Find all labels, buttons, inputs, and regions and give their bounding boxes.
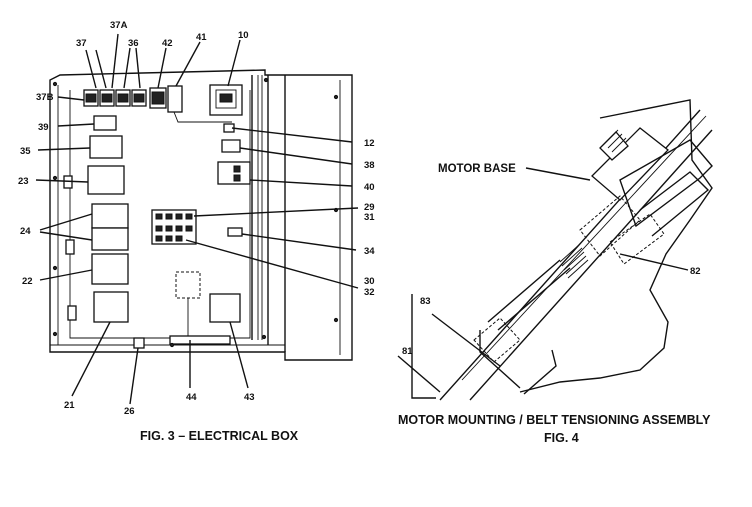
callout-22: 22 bbox=[22, 276, 33, 287]
callout-34: 34 bbox=[364, 246, 375, 257]
belt-tension-spring bbox=[559, 243, 589, 279]
callout-39: 39 bbox=[38, 122, 49, 133]
motor-assembly-figure bbox=[439, 99, 713, 401]
screw-dots bbox=[52, 77, 339, 348]
callout-81: 81 bbox=[402, 346, 413, 357]
callout-30: 30 bbox=[364, 276, 375, 287]
fig4-label: FIG. 4 bbox=[544, 431, 579, 445]
callout-37a: 37A bbox=[110, 20, 128, 31]
terminal-strip bbox=[151, 209, 197, 245]
motor-base-label: MOTOR BASE bbox=[438, 163, 516, 175]
callout-23: 23 bbox=[18, 176, 29, 187]
callout-44: 44 bbox=[186, 392, 197, 403]
callout-31: 31 bbox=[364, 212, 375, 223]
callout-83: 83 bbox=[420, 296, 431, 307]
fig4-leader-lines bbox=[397, 167, 689, 399]
callout-21: 21 bbox=[64, 400, 75, 411]
callout-82: 82 bbox=[690, 266, 701, 277]
electrical-box-figure bbox=[49, 69, 353, 361]
callout-36: 36 bbox=[128, 38, 139, 49]
callout-37: 37 bbox=[76, 38, 87, 49]
callout-42: 42 bbox=[162, 38, 173, 49]
callout-24: 24 bbox=[20, 226, 31, 237]
callout-10: 10 bbox=[238, 30, 249, 41]
callout-41: 41 bbox=[196, 32, 207, 43]
callout-43: 43 bbox=[244, 392, 255, 403]
callout-32: 32 bbox=[364, 287, 375, 298]
callout-35: 35 bbox=[20, 146, 31, 157]
fig4-title: MOTOR MOUNTING / BELT TENSIONING ASSEMBL… bbox=[398, 413, 711, 427]
callout-40: 40 bbox=[364, 182, 375, 193]
callout-37b: 37B bbox=[36, 92, 54, 103]
fig3-caption: FIG. 3 – ELECTRICAL BOX bbox=[140, 429, 299, 443]
callout-12: 12 bbox=[364, 138, 375, 149]
callout-26: 26 bbox=[124, 406, 135, 417]
fig3-callouts: 37 37A 36 42 41 10 37B 39 12 35 38 23 40… bbox=[18, 20, 375, 417]
fig3-leader-lines bbox=[35, 33, 359, 405]
top-relay-row bbox=[83, 89, 147, 107]
callout-38: 38 bbox=[364, 160, 375, 171]
callout-29: 29 bbox=[364, 202, 375, 213]
